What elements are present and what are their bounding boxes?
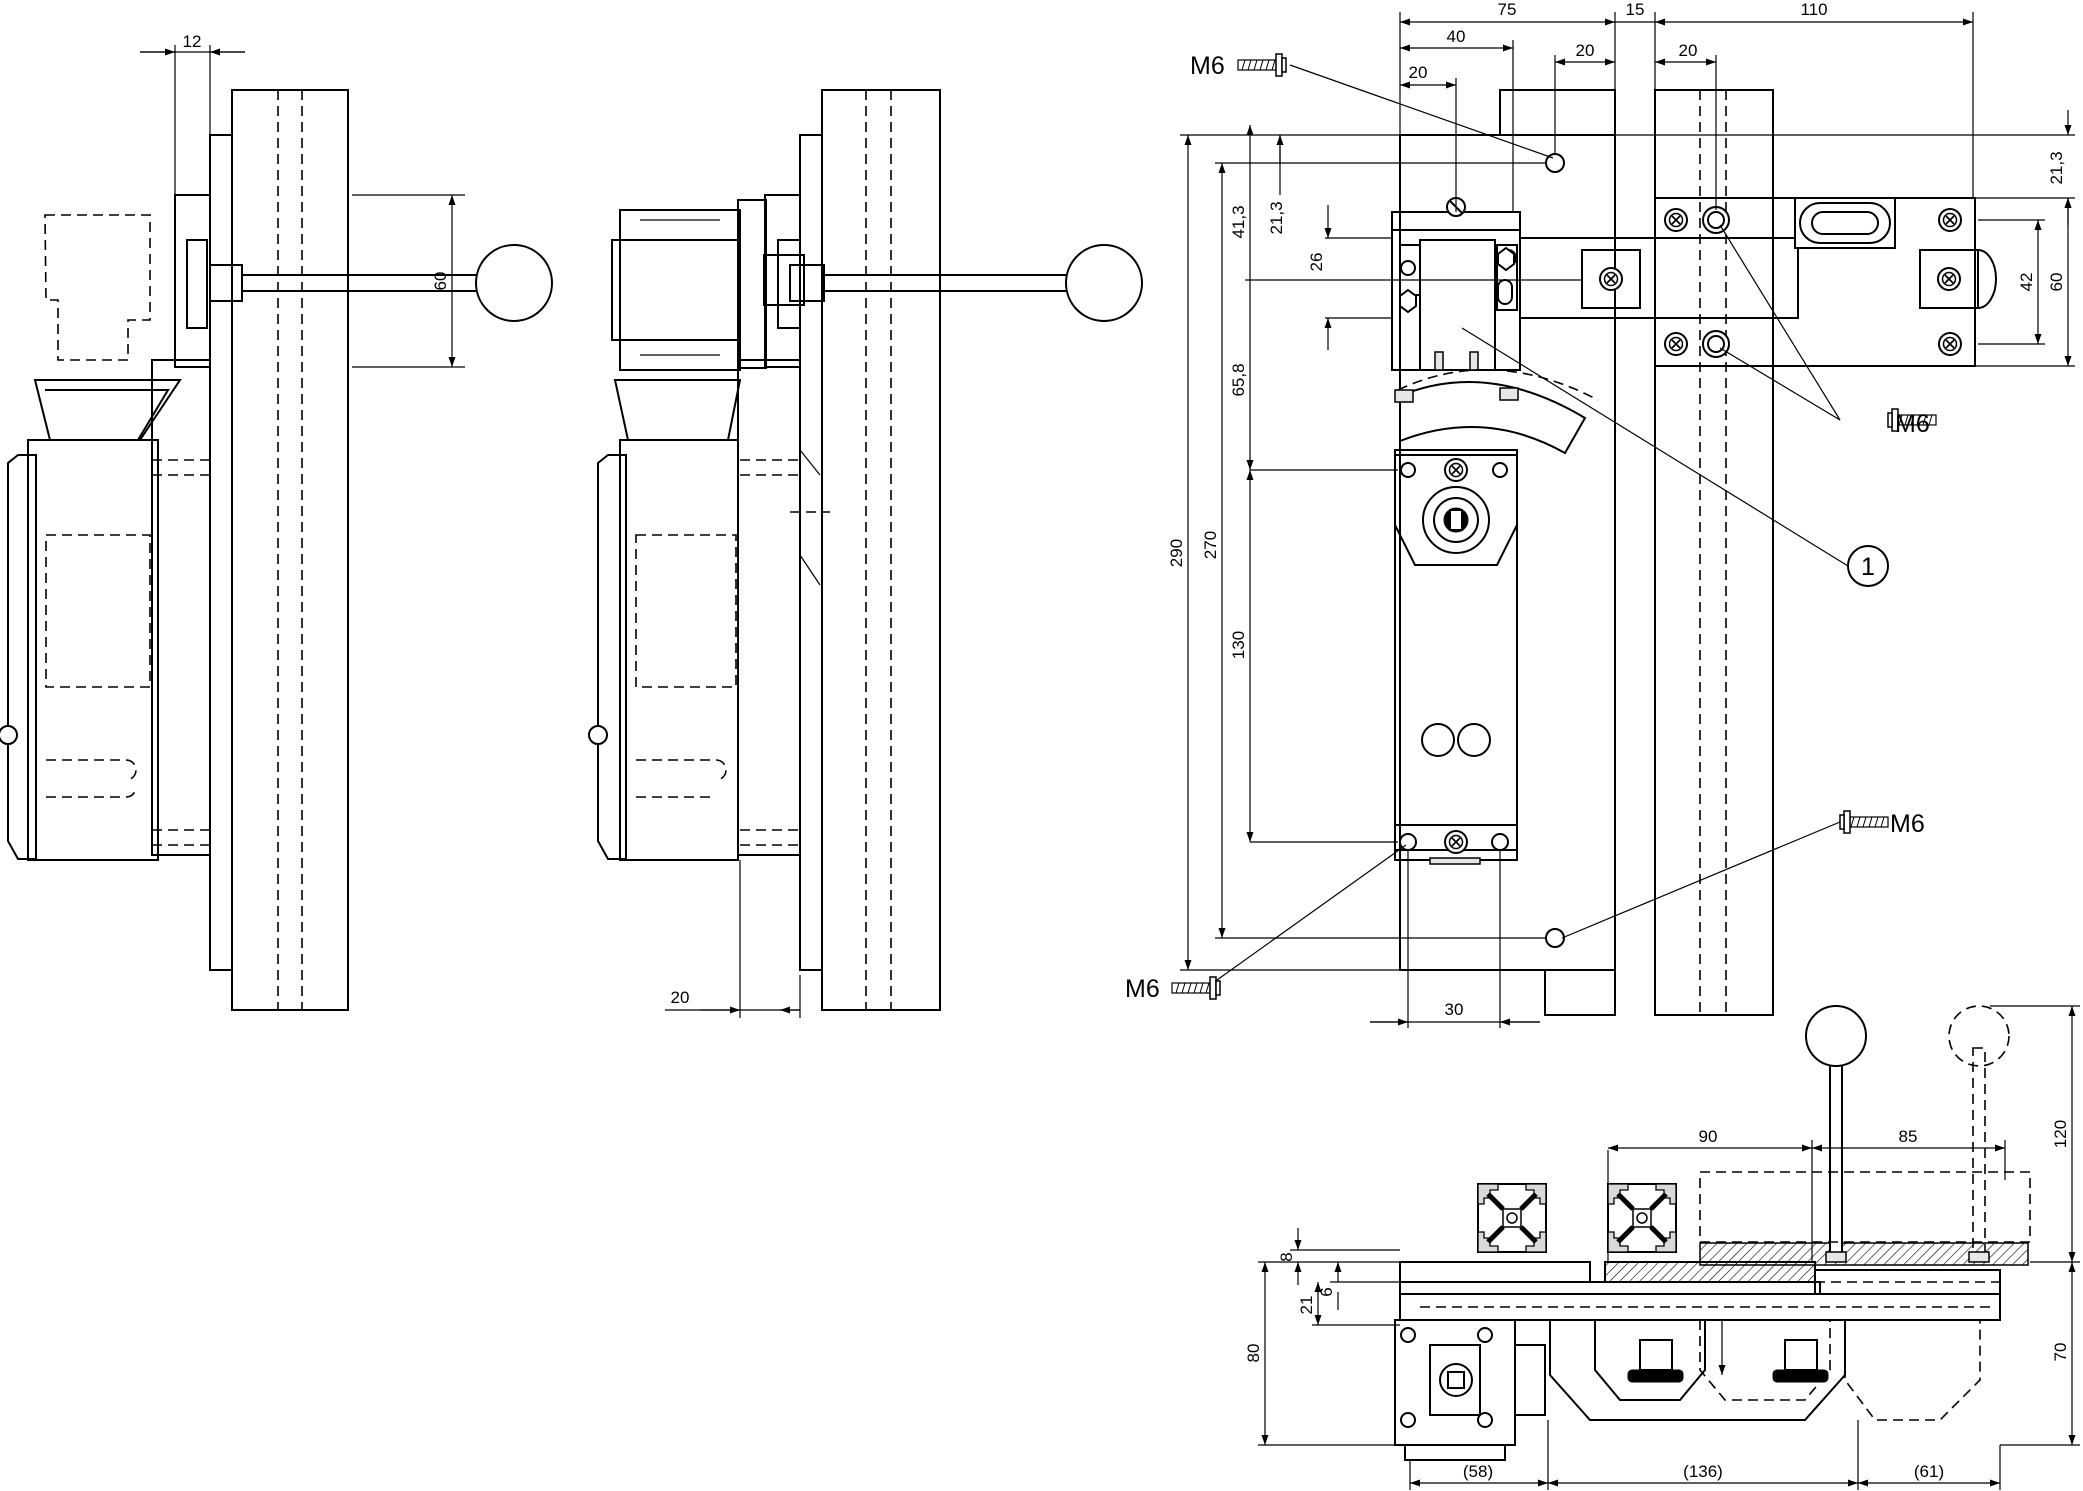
dim-58: (58) bbox=[1463, 1462, 1493, 1481]
screw-icon bbox=[1171, 976, 1221, 1000]
side-view-middle: 20 bbox=[588, 89, 1143, 1018]
label-m6-top: M6 bbox=[1190, 52, 1225, 80]
dim-136: (136) bbox=[1683, 1462, 1723, 1481]
label-m6-right-lower: M6 bbox=[1890, 810, 1925, 838]
dim-290: 290 bbox=[1167, 539, 1186, 567]
dim-15: 15 bbox=[1626, 0, 1645, 19]
dim-75: 75 bbox=[1498, 0, 1517, 19]
dim-85: 85 bbox=[1899, 1127, 1918, 1146]
side-view-left: 12 60 bbox=[0, 32, 553, 1011]
dim-41-3: 41,3 bbox=[1229, 205, 1248, 238]
front-view: 75 15 110 40 20 20 20 290 270 41,3 65,8 … bbox=[1125, 0, 2075, 1028]
dim-20-c: 20 bbox=[1679, 41, 1698, 60]
screw-icon bbox=[1237, 53, 1287, 77]
item-number-1: 1 bbox=[1861, 553, 1875, 581]
dim-40: 40 bbox=[1447, 27, 1466, 46]
dim-120: 120 bbox=[2051, 1120, 2070, 1148]
plan-view-bottom: 90 85 120 70 80 8 6 21 (58) (136) (61) bbox=[1244, 1005, 2080, 1490]
dim-26: 26 bbox=[1307, 253, 1326, 272]
dim-130: 130 bbox=[1229, 631, 1248, 659]
dim-270: 270 bbox=[1201, 531, 1220, 559]
dim-12: 12 bbox=[183, 32, 202, 51]
dim-110: 110 bbox=[1800, 0, 1827, 19]
dim-21-3-left: 21,3 bbox=[1267, 201, 1286, 234]
dim-21-3-right: 21,3 bbox=[2047, 151, 2066, 184]
dim-30: 30 bbox=[1445, 1000, 1464, 1019]
dim-70: 70 bbox=[2051, 1343, 2070, 1362]
dim-21: 21 bbox=[1297, 1296, 1316, 1315]
dim-60: 60 bbox=[431, 272, 450, 291]
label-m6-bottom-left: M6 bbox=[1125, 975, 1160, 1003]
dim-8: 8 bbox=[1277, 1252, 1296, 1261]
dim-90: 90 bbox=[1699, 1127, 1718, 1146]
dim-20-a: 20 bbox=[1409, 63, 1428, 82]
dim-80: 80 bbox=[1244, 1344, 1263, 1363]
dim-65-8: 65,8 bbox=[1229, 363, 1248, 396]
dim-61: (61) bbox=[1914, 1462, 1944, 1481]
dim-20: 20 bbox=[671, 988, 690, 1007]
label-m6-right-upper: M6 bbox=[1895, 410, 1930, 438]
screw-icon bbox=[1839, 810, 1889, 834]
dim-6: 6 bbox=[1317, 1287, 1336, 1296]
dim-60-front: 60 bbox=[2047, 273, 2066, 292]
dim-42: 42 bbox=[2017, 273, 2036, 292]
dim-20-b: 20 bbox=[1576, 41, 1595, 60]
